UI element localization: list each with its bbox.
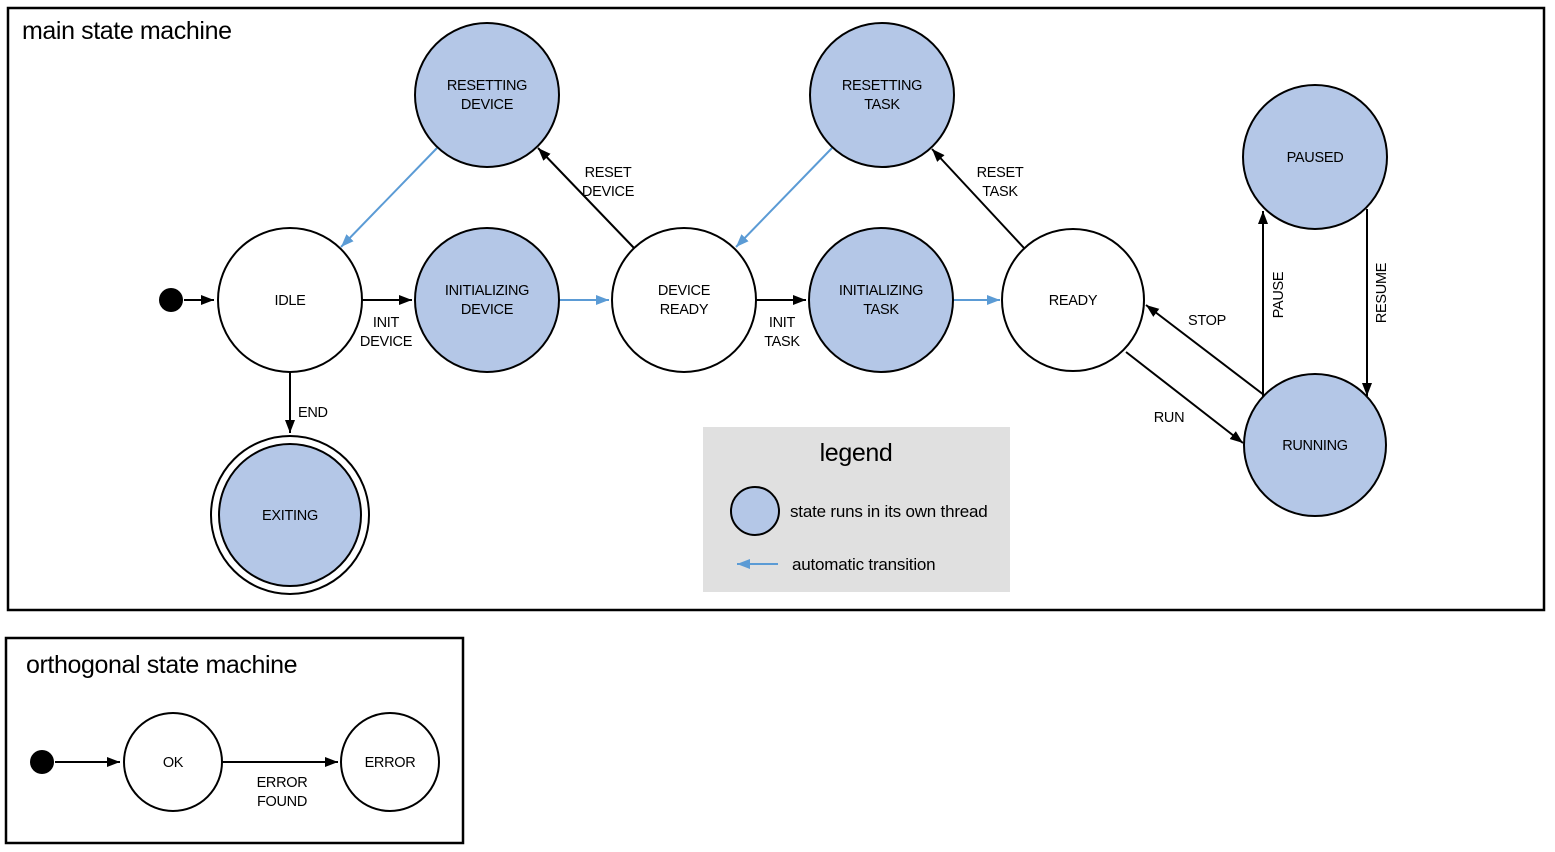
state-initializing-device xyxy=(414,227,560,373)
state-running xyxy=(1243,373,1387,517)
state-initializing-task-label-1: INITIALIZING xyxy=(839,283,923,299)
state-resetting-task xyxy=(809,22,955,168)
state-exiting xyxy=(218,443,362,587)
orthogonal-frame-title: orthogonal state machine xyxy=(26,651,297,679)
state-device-ready-label-2: READY xyxy=(660,302,709,318)
transition-label-reset-device-2: DEVICE xyxy=(582,184,635,200)
transition-stop xyxy=(1145,304,1265,396)
state-initializing-device-label-2: DEVICE xyxy=(461,302,514,318)
state-idle-label: IDLE xyxy=(274,293,306,309)
state-ok-label: OK xyxy=(163,755,184,771)
legend-box: legend state runs in its own thread auto… xyxy=(703,427,1010,592)
transition-label-init-device-1: INIT xyxy=(373,315,400,331)
transition-label-resume: RESUME xyxy=(1374,262,1390,323)
legend-auto-transition-text: automatic transition xyxy=(792,555,935,574)
state-resetting-task-label-2: TASK xyxy=(864,97,900,113)
state-resetting-device-label-2: DEVICE xyxy=(461,97,514,113)
state-error-label: ERROR xyxy=(365,755,416,771)
transition-label-stop: STOP xyxy=(1188,313,1226,329)
main-state-machine-frame: main state machine INIT DEVICE RESET DEV… xyxy=(6,6,1546,612)
transition-label-init-task-1: INIT xyxy=(769,315,796,331)
state-ready-label: READY xyxy=(1049,293,1098,309)
transition-label-init-task-2: TASK xyxy=(764,334,800,350)
transition-label-pause: PAUSE xyxy=(1271,271,1287,318)
transition-label-init-device-2: DEVICE xyxy=(360,334,413,350)
transitions-black: INIT DEVICE RESET DEVICE INIT TASK RESET… xyxy=(184,147,1390,444)
transition-label-reset-task-2: TASK xyxy=(982,184,1018,200)
main-frame-title: main state machine xyxy=(22,17,232,45)
transition-reset-task xyxy=(931,148,1025,249)
initial-state-dot xyxy=(159,288,183,312)
state-device-ready xyxy=(611,227,757,373)
auto-transition-resetting-task-to-device-ready xyxy=(735,147,833,248)
state-resetting-task-label-1: RESETTING xyxy=(842,78,922,94)
state-initializing-task-label-2: TASK xyxy=(863,302,899,318)
state-idle xyxy=(217,227,363,373)
transition-label-reset-device-1: RESET xyxy=(585,165,632,181)
state-initializing-device-label-1: INITIALIZING xyxy=(445,283,529,299)
legend-title: legend xyxy=(820,439,893,467)
state-running-label: RUNNING xyxy=(1282,438,1348,454)
state-initializing-task xyxy=(808,227,954,373)
state-device-ready-label-1: DEVICE xyxy=(658,283,711,299)
legend-thread-state-icon xyxy=(730,486,780,536)
state-paused xyxy=(1242,84,1388,230)
orthogonal-state-machine-frame: orthogonal state machine OK ERROR FOUND … xyxy=(4,636,465,845)
transition-label-error-found-2: FOUND xyxy=(257,794,307,810)
transition-label-reset-task-1: RESET xyxy=(977,165,1024,181)
state-error xyxy=(340,712,440,812)
transition-reset-device xyxy=(537,147,635,249)
transitions-automatic xyxy=(340,147,1000,305)
auto-transition-resetting-device-to-idle xyxy=(340,147,438,248)
states: IDLE RESETTING DEVICE INITIALIZING DEVIC… xyxy=(159,22,1388,595)
state-paused-label: PAUSED xyxy=(1287,150,1344,166)
state-ready xyxy=(1001,228,1145,372)
transition-label-run: RUN xyxy=(1154,410,1185,426)
state-exiting-label: EXITING xyxy=(262,508,318,524)
state-resetting-device-label-1: RESETTING xyxy=(447,78,527,94)
legend-thread-state-text: state runs in its own thread xyxy=(790,502,988,521)
orthogonal-initial-state-dot xyxy=(30,750,54,774)
transition-run xyxy=(1125,351,1244,444)
state-resetting-device xyxy=(414,22,560,168)
transition-label-end: END xyxy=(298,405,328,421)
transition-label-error-found-1: ERROR xyxy=(257,775,308,791)
